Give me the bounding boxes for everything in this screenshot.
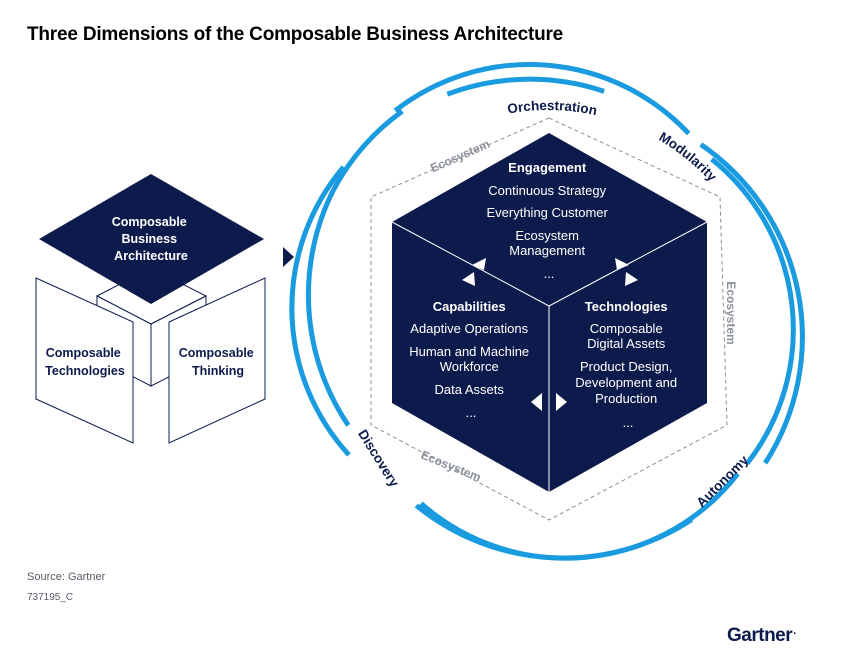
ecosystem-label-top: Ecosystem	[428, 137, 492, 176]
figure-id: 737195_C	[27, 592, 74, 603]
ring-label-modularity: Modularity	[656, 129, 720, 184]
face-composable-technologies	[35, 277, 134, 444]
outer-ring	[289, 61, 805, 561]
arrow-technologies-left-icon	[556, 393, 567, 411]
ecosystem-label-right: Ecosystem	[724, 281, 738, 344]
face-composable-business-architecture	[39, 174, 264, 304]
ecosystem-boundary	[370, 117, 728, 521]
source-note: Source: Gartner	[27, 571, 106, 583]
ring-label-autonomy: Autonomy	[693, 452, 751, 510]
arrow-technologies-up-icon	[625, 272, 638, 286]
top-face-label: Composable Business Architecture	[112, 215, 191, 263]
face-composable-thinking	[168, 277, 266, 444]
arrow-capabilities-up-icon	[462, 272, 475, 286]
gartner-logo: Gartner.	[727, 625, 796, 647]
arrow-engagement-left-icon	[472, 258, 486, 270]
ring-label-discovery: Discovery	[355, 427, 402, 490]
right-face-label: Composable Thinking	[179, 346, 258, 378]
central-cube: Engagement Continuous Strategy Everythin…	[391, 133, 708, 492]
technologies-face: Technologies Composable Digital Assets P…	[575, 299, 681, 430]
ecosystem-label-bottom: Ecosystem	[419, 448, 483, 485]
left-cube: Composable Business Architecture Composa…	[35, 174, 266, 444]
engagement-heading: Engagement	[508, 160, 587, 175]
capabilities-face: Capabilities Adaptive Operations Human a…	[409, 299, 533, 420]
brand-name: Gartner	[727, 625, 793, 646]
transition-arrow-icon	[283, 247, 294, 267]
ring-label-orchestration: Orchestration	[506, 98, 598, 118]
technologies-heading: Technologies	[585, 299, 668, 314]
left-face-label: Composable Technologies	[45, 346, 125, 378]
engagement-face: Engagement Continuous Strategy Everythin…	[486, 160, 611, 281]
arrow-capabilities-right-icon	[531, 393, 542, 411]
page-title: Three Dimensions of the Composable Busin…	[27, 24, 564, 45]
brand-mark: .	[793, 625, 796, 637]
capabilities-heading: Capabilities	[433, 299, 506, 314]
arrow-engagement-right-icon	[615, 258, 629, 270]
